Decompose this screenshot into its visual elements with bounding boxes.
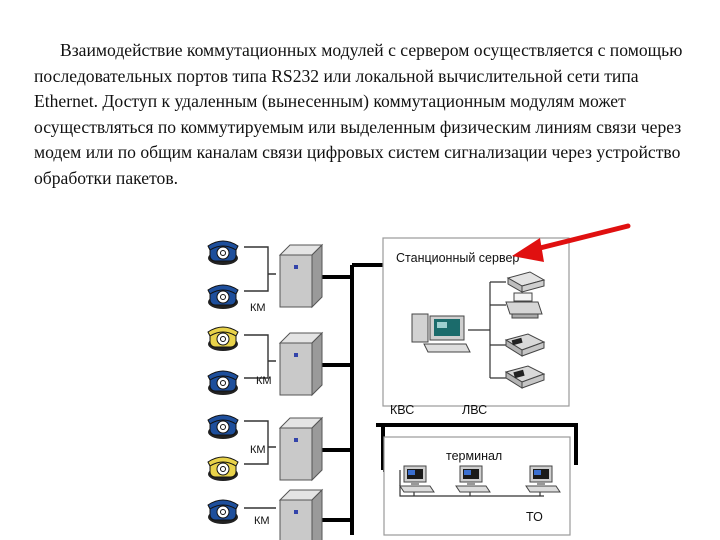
module-label: КМ — [250, 444, 266, 456]
modem-icon — [506, 271, 546, 293]
floppy-drive-icon — [504, 365, 546, 389]
module-label: КМ — [254, 515, 270, 527]
pointer-arrow — [512, 223, 631, 262]
disk-drive-icon — [504, 333, 546, 357]
telephone-icon — [207, 456, 239, 482]
server-panel-title: Станционный сервер — [396, 251, 519, 265]
telephone-icon — [207, 370, 239, 396]
telephone-icon — [207, 499, 239, 525]
module-label: КМ — [256, 375, 272, 387]
switch-module-1 — [279, 244, 323, 308]
phone-wiring — [244, 246, 276, 509]
module-label: КМ — [250, 302, 266, 314]
terminal-label: терминал — [446, 449, 502, 463]
switch-module-2 — [279, 332, 323, 396]
workstation-icon — [411, 313, 471, 353]
telephone-icon — [207, 284, 239, 310]
switch-module-3 — [279, 417, 323, 481]
peripheral-wiring — [468, 281, 506, 379]
kvs-label: КВС — [390, 403, 414, 417]
printer-icon — [505, 292, 543, 319]
telephone-icon — [207, 326, 239, 352]
description-paragraph: Взаимодействие коммутационных модулей с … — [34, 38, 694, 192]
telephone-icon — [207, 414, 239, 440]
to-label: ТО — [526, 510, 543, 524]
switch-module-4 — [279, 489, 323, 540]
telephone-icon — [207, 240, 239, 266]
lvs-label: ЛВС — [462, 403, 487, 417]
description-text: Взаимодействие коммутационных модулей с … — [34, 40, 683, 188]
